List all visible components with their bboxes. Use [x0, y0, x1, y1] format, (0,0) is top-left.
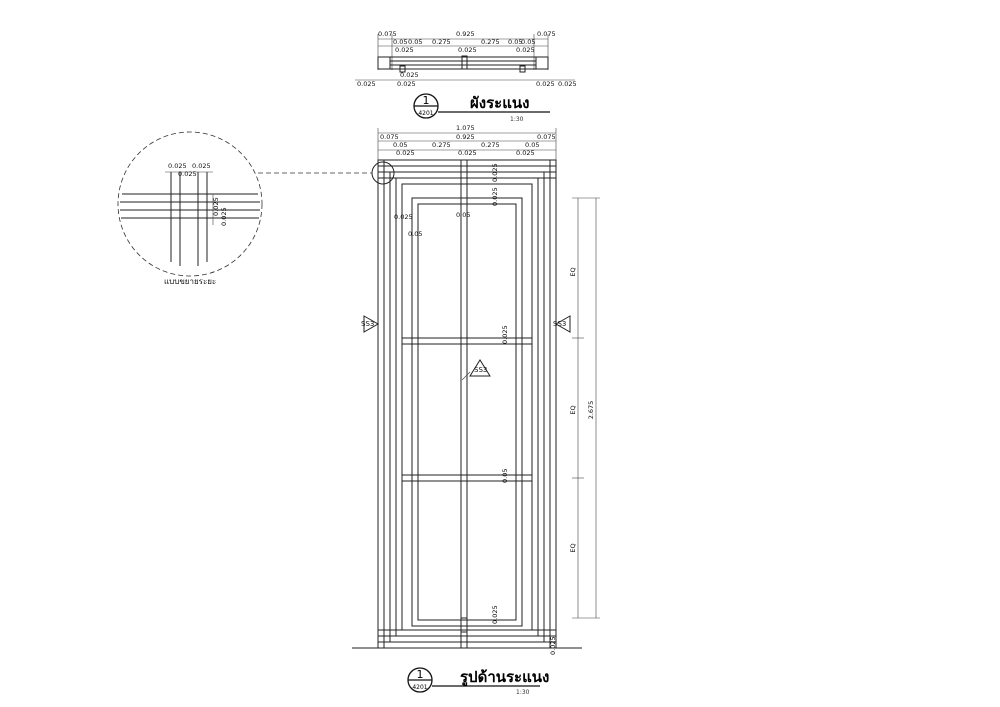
plan-tag-sheet: 4201	[418, 110, 433, 117]
elev-dim-small-b: 0.025	[458, 149, 477, 157]
elev-dim-a: 0.05	[393, 141, 407, 149]
svg-text:SS3: SS3	[361, 320, 374, 328]
plan-title-tag: 1 4201 ผังระแนง 1:30	[413, 93, 550, 123]
plan-post-right	[535, 56, 549, 70]
elev-tag-number: 1	[417, 668, 424, 681]
elev-title: รูปด้านระแนง	[460, 668, 549, 687]
plan-view: 0.925 0.075 0.075 0.05 0.05 0.275 0.275 …	[355, 30, 577, 123]
plan-outline	[377, 56, 549, 70]
detail-dim-v1: 0.025	[212, 197, 220, 216]
elev-dim-c: 0.275	[481, 141, 500, 149]
plan-tag-number: 1	[423, 94, 430, 107]
detail-dim-v2: 0.025	[220, 207, 228, 226]
elev-side-dim-e: 0.025	[491, 605, 499, 624]
enlarged-detail: 0.025 0.025 0.025 0.025 0.025 แบบขยายระย…	[117, 131, 263, 286]
elev-dim-b: 0.275	[432, 141, 451, 149]
elev-eq-2: EQ	[569, 405, 577, 414]
plan-dim-left-end: 0.075	[378, 30, 397, 38]
plan-dim-c: 0.275	[432, 38, 451, 46]
detail-label: แบบขยายระยะ	[164, 277, 216, 286]
detail-dim-b: 0.025	[192, 162, 211, 170]
elev-side-dim-f: 0.025	[549, 636, 557, 655]
ss3-tag-center: SS3	[461, 359, 491, 381]
elev-height: 2.675	[587, 401, 595, 420]
detail-circle	[117, 131, 263, 277]
elev-side-dim-d: 0.05	[501, 469, 509, 483]
elev-dim-small-e: 0.05	[456, 211, 470, 219]
detail-dim-a: 0.025	[168, 162, 187, 170]
elev-side-dim-b: 0.025	[491, 187, 499, 206]
plan-dim-small-b: 0.025	[458, 46, 477, 54]
elev-side-dim-a: 0.025	[491, 163, 499, 182]
elev-dim-small-c: 0.025	[516, 149, 535, 157]
elev-tag-sheet: 4201	[412, 684, 427, 691]
plan-dim-b: 0.05	[408, 38, 422, 46]
elev-scale: 1:30	[516, 689, 530, 696]
plan-dim-right-end: 0.075	[537, 30, 556, 38]
plan-dim-e: 0.05	[508, 38, 522, 46]
plan-dim-small-d: 0.025	[400, 71, 419, 79]
elevation-view: 1.075 0.075 0.075 0.925 0.05 0.275 0.275…	[258, 124, 600, 696]
plan-dim-bottom-l2: 0.025	[397, 80, 416, 88]
plan-dim-overall: 0.925	[456, 30, 475, 38]
elev-dim-d: 0.05	[525, 141, 539, 149]
plan-dim-a: 0.05	[393, 38, 407, 46]
elev-eq-1: EQ	[569, 267, 577, 276]
plan-scale: 1:30	[510, 116, 524, 123]
plan-dim-f: 0.05	[521, 38, 535, 46]
elev-eq-3: EQ	[569, 543, 577, 552]
elev-detail-callout	[371, 161, 395, 185]
plan-dim-bottom-r1: 0.025	[536, 80, 555, 88]
svg-text:SS3: SS3	[474, 366, 487, 374]
elev-dim-small-f: 0.05	[408, 230, 422, 238]
plan-post-left	[377, 56, 391, 70]
ss3-tag-left: SS3	[361, 315, 380, 333]
svg-text:SS3: SS3	[553, 320, 566, 328]
plan-dim-bottom-l1: 0.025	[357, 80, 376, 88]
plan-dim-small-a: 0.025	[395, 46, 414, 54]
plan-title: ผังระแนง	[470, 94, 529, 112]
plan-dim-bottom-r2: 0.025	[558, 80, 577, 88]
elev-dim-small-d: 0.025	[394, 213, 413, 221]
elev-title-tag: 1 4201 รูปด้านระแนง 1:30	[407, 667, 549, 696]
elev-dim-overall: 1.075	[456, 124, 475, 132]
elev-dim-inner: 0.925	[456, 133, 475, 141]
plan-dim-small-c: 0.025	[516, 46, 535, 54]
elev-dim-left-end: 0.075	[380, 133, 399, 141]
detail-dim-c: 0.025	[178, 170, 197, 178]
plan-dim-d: 0.275	[481, 38, 500, 46]
ss3-tag-right: SS3	[553, 315, 571, 333]
elev-dim-small-a: 0.025	[396, 149, 415, 157]
elev-side-dim-c: 0.025	[501, 325, 509, 344]
elev-dim-right-end: 0.075	[537, 133, 556, 141]
